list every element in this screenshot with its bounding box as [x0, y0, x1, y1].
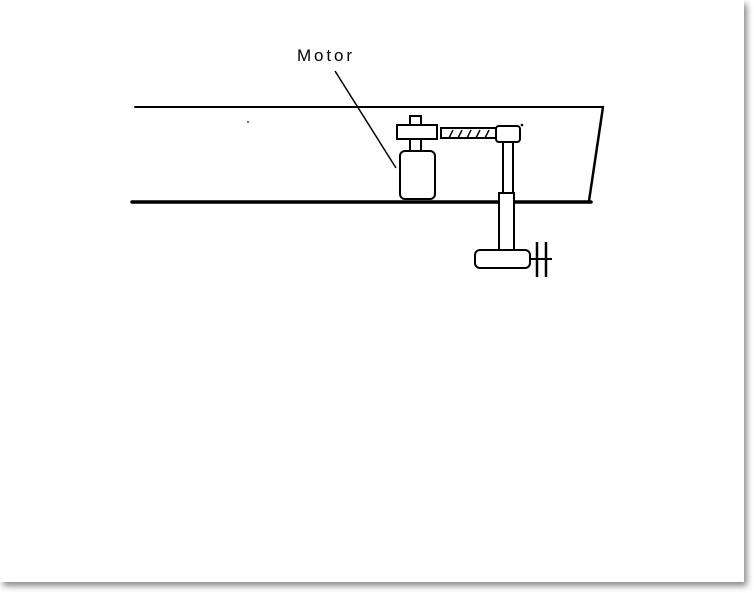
motor — [396, 115, 438, 200]
gear-head — [495, 125, 521, 143]
thread-mark — [466, 129, 472, 139]
thread-mark — [484, 129, 490, 139]
drive-leg-lower — [498, 192, 515, 252]
lower-unit — [474, 242, 552, 277]
drive-leg — [498, 141, 515, 252]
stray-dot — [247, 121, 249, 123]
propeller-pod — [474, 249, 531, 269]
hull-stern-line — [587, 105, 605, 203]
stray-dot — [520, 123, 524, 127]
worm-drive — [440, 125, 521, 143]
motor-flange — [396, 124, 438, 140]
motor-label: Motor — [297, 46, 352, 65]
diagram-canvas — [0, 0, 744, 582]
boat-hull — [130, 105, 605, 204]
drive-leg-upper — [502, 141, 514, 195]
thread-mark — [457, 129, 463, 139]
motor-body — [399, 150, 436, 200]
motor-leader-line — [334, 70, 397, 169]
thread-mark — [475, 129, 481, 139]
thread-mark — [448, 129, 454, 139]
